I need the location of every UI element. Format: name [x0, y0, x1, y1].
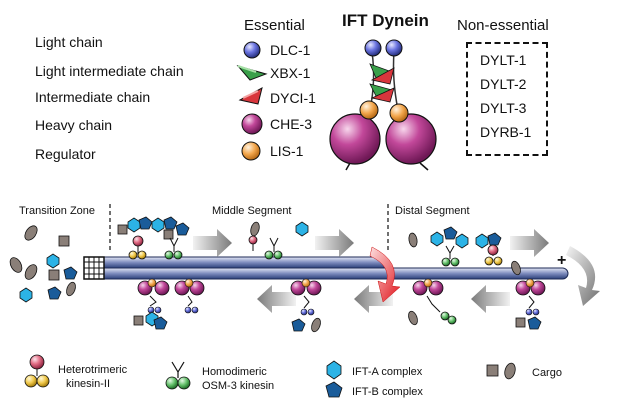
legend-icons-bottom	[24, 354, 516, 398]
axoneme	[83, 204, 569, 280]
basal-body-grid	[83, 256, 105, 280]
plus-end-label: +	[557, 252, 567, 269]
ift-a-complex-icon	[326, 360, 342, 380]
anterograde-arrows	[193, 229, 549, 257]
middle-anterograde-train	[117, 216, 309, 260]
legend-homodimeric-line1: Homodimeric	[202, 366, 267, 378]
essential-xbx-1: XBX-1	[270, 65, 311, 81]
essential-dyci-1: DYCI-1	[270, 90, 316, 106]
nonessential-header: Non-essential	[457, 17, 549, 34]
nonessential-dylt-1: DYLT-1	[480, 52, 527, 68]
cargo-icon	[486, 362, 516, 380]
turnaround-arrows	[369, 246, 600, 306]
retrograde-arrows	[257, 285, 510, 313]
legend-heterotrimeric-line1: Heterotrimeric	[58, 364, 128, 376]
xbx-1-icon	[236, 65, 268, 81]
essential-header: Essential	[244, 17, 305, 34]
axoneme-lower-tube	[91, 267, 569, 280]
heterotrimeric-kinesin-icon	[24, 354, 50, 388]
role-light-chain: Light chain	[35, 34, 103, 50]
dlc-1-icon	[243, 41, 261, 59]
role-intermediate-chain: Intermediate chain	[35, 89, 151, 105]
retrograde-dynein-trains	[133, 278, 546, 333]
nonessential-box: DYLT-1 DYLT-2 DYLT-3 DYRB-1	[466, 42, 548, 156]
homodimeric-osm-3-icon	[165, 361, 191, 390]
lis-1-icon	[241, 141, 261, 161]
nonessential-dylt-3: DYLT-3	[480, 100, 527, 116]
role-regulator: Regulator	[35, 146, 96, 162]
legend-ift-b: IFT-B complex	[352, 386, 423, 398]
transition-zone-cargo	[9, 225, 78, 303]
legend-cargo: Cargo	[532, 367, 562, 379]
ift-dynein-complex-illustration	[329, 39, 437, 171]
role-light-intermediate-chain: Light intermediate chain	[35, 63, 184, 79]
label-distal-segment: Distal Segment	[395, 205, 470, 217]
essential-che-3: CHE-3	[270, 116, 313, 132]
legend-ift-a: IFT-A complex	[352, 366, 423, 378]
che-3-icon	[241, 113, 263, 135]
ift-b-complex-icon	[325, 381, 343, 398]
legend-heterotrimeric-line2: kinesin-II	[66, 378, 111, 390]
legend-icons-top	[236, 41, 268, 161]
nonessential-dylt-2: DYLT-2	[480, 76, 527, 92]
essential-dlc-1: DLC-1	[270, 42, 311, 58]
dyci-1-icon	[238, 87, 263, 105]
label-transition-zone: Transition Zone	[19, 205, 96, 217]
role-heavy-chain: Heavy chain	[35, 117, 113, 133]
axoneme-upper-tube	[91, 256, 389, 269]
label-middle-segment: Middle Segment	[212, 205, 292, 217]
nonessential-dyrb-1: DYRB-1	[480, 124, 532, 140]
essential-lis-1: LIS-1	[270, 143, 304, 159]
figure-title: IFT Dynein	[342, 11, 429, 30]
distal-anterograde-train	[408, 226, 521, 276]
legend-homodimeric-line2: OSM-3 kinesin	[202, 380, 275, 392]
